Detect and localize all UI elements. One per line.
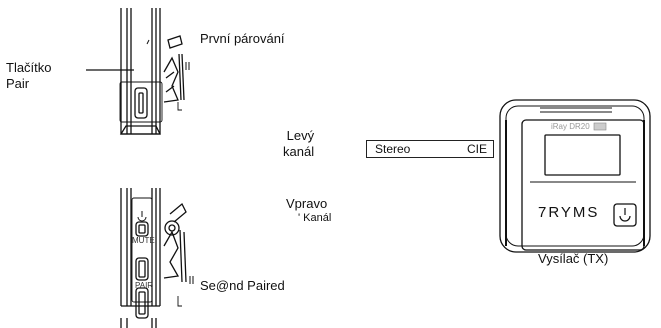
right-channel-label: Vpravo	[286, 196, 328, 211]
first-pairing-label: První párování	[200, 31, 285, 46]
transmitter-device	[499, 99, 651, 253]
mute-text: MUTE	[132, 236, 155, 245]
channel-mode-selector[interactable]: Stereo CIE	[366, 140, 494, 158]
right-channel-sublabel: ' Kanál	[298, 212, 332, 224]
power-icon[interactable]	[614, 204, 636, 226]
cie-option[interactable]: CIE	[466, 142, 487, 156]
left-channel-label: Levý kanál	[283, 128, 315, 159]
stereo-option[interactable]: Stereo	[375, 142, 411, 156]
top-receiver-device	[119, 8, 190, 135]
transmitter-label: Vysílač (TX)	[538, 251, 609, 266]
model-text: iRay DR20	[551, 122, 590, 131]
pair-button-label: Tlačítko Pair	[6, 60, 52, 91]
bottom-receiver-device	[120, 188, 194, 328]
brand-logo: 7RYMS	[538, 204, 600, 221]
pair-text: PAIR	[135, 281, 154, 290]
second-paired-label: Se@nd Paired	[200, 278, 285, 293]
